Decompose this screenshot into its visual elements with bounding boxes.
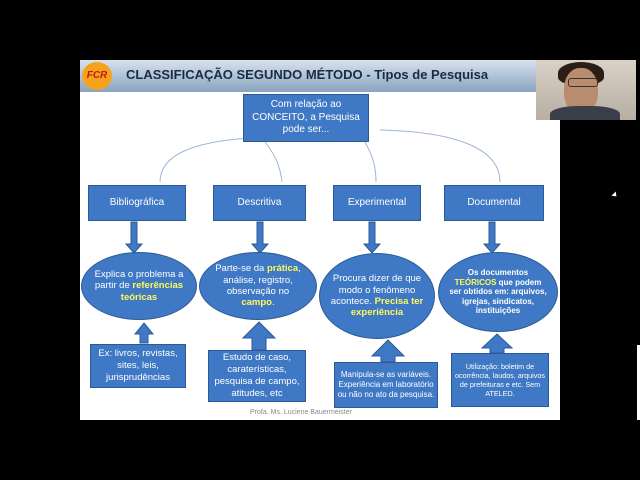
description-descritiva-text-a: Parte-se da xyxy=(215,263,267,275)
description-bibliografica-text: Explica o problema a partir de xyxy=(94,268,184,292)
description-documental-text-a: Os documentos xyxy=(467,268,529,278)
example-bibliografica-text: Ex: livros, revistas, sites, leis, juris… xyxy=(98,348,178,383)
highlight-experiencia: Precisa ter experiência xyxy=(350,296,424,319)
slide-title: CLASSIFICAÇÃO SEGUNDO MÉTODO - Tipos de … xyxy=(126,67,489,82)
description-experimental: Procura dizer de que modo o fenômeno aco… xyxy=(319,253,435,339)
highlight-campo: campo xyxy=(241,297,272,309)
arrow-down-1 xyxy=(124,221,144,254)
arrow-down-4 xyxy=(482,221,502,254)
connector-root-to-experimental xyxy=(364,141,377,183)
connector-lines xyxy=(124,129,514,363)
connector-root-to-documental xyxy=(379,129,501,183)
category-experimental-label: Experimental xyxy=(347,196,407,208)
window-edge xyxy=(637,345,640,420)
description-descritiva-text-b: , análise, registro, observação no xyxy=(223,263,301,297)
description-bibliografica: Explica o problema a partir de referênci… xyxy=(81,252,197,320)
example-descritiva: Estudo de caso, caraterísticas, pesquisa… xyxy=(208,350,306,402)
webcam-feed xyxy=(536,60,636,120)
example-experimental-text: Manipula-se as variáveis. Experiência em… xyxy=(337,370,435,399)
example-descritiva-text: Estudo de caso, caraterísticas, pesquisa… xyxy=(214,352,300,399)
slide-footer-author: Profa. Ms. Luciene Bauermeister xyxy=(250,409,352,416)
arrow-up-1 xyxy=(133,322,155,344)
category-experimental: Experimental xyxy=(333,185,421,221)
highlight-pratica: prática xyxy=(266,263,299,275)
mouse-cursor-icon xyxy=(611,191,619,199)
presentation-slide: FCR CLASSIFICAÇÃO SEGUNDO MÉTODO - Tipos… xyxy=(80,60,560,420)
category-documental-label: Documental xyxy=(467,196,521,208)
category-bibliografica-label: Bibliográfica xyxy=(109,196,165,208)
connector-root-to-descritiva xyxy=(264,141,283,183)
presenter-glasses xyxy=(568,78,598,87)
root-concept-box: Com relação ao CONCEITO, a Pesquisa pode… xyxy=(243,94,369,142)
fcr-logo: FCR xyxy=(82,62,112,90)
highlight-teoricos: TEÓRICOS xyxy=(454,277,497,287)
example-documental: Utilização: boletim de ocorrência, laudo… xyxy=(451,353,549,407)
description-documental: Os documentos TEÓRICOS que podem ser obt… xyxy=(438,252,558,332)
arrow-down-3 xyxy=(362,221,382,254)
category-documental: Documental xyxy=(444,185,544,221)
category-bibliografica: Bibliográfica xyxy=(88,185,186,221)
example-documental-text: Utilização: boletim de ocorrência, laudo… xyxy=(455,362,545,398)
category-descritiva-label: Descritiva xyxy=(237,196,282,208)
arrow-up-3 xyxy=(370,339,406,363)
slide-title-bar: FCR CLASSIFICAÇÃO SEGUNDO MÉTODO - Tipos… xyxy=(80,60,560,92)
highlight-referencias: referências teóricas xyxy=(120,280,184,303)
description-documental-text-b: que podem ser obtidos em: arquivos, igre… xyxy=(449,277,547,316)
example-bibliografica: Ex: livros, revistas, sites, leis, juris… xyxy=(90,344,186,388)
arrow-up-2 xyxy=(241,321,277,351)
connector-root-to-bibliografica xyxy=(159,137,251,183)
presenter-body xyxy=(550,106,620,120)
arrow-up-4 xyxy=(480,333,514,354)
root-concept-text: Com relação ao CONCEITO, a Pesquisa pode… xyxy=(252,99,360,136)
example-experimental: Manipula-se as variáveis. Experiência em… xyxy=(334,362,438,408)
description-descritiva-text-c: . xyxy=(271,297,275,309)
description-experimental-text: Procura dizer de que modo o fenômeno aco… xyxy=(330,273,422,307)
arrow-down-2 xyxy=(250,221,270,254)
description-descritiva: Parte-se da prática, análise, registro, … xyxy=(199,252,317,320)
category-descritiva: Descritiva xyxy=(213,185,306,221)
